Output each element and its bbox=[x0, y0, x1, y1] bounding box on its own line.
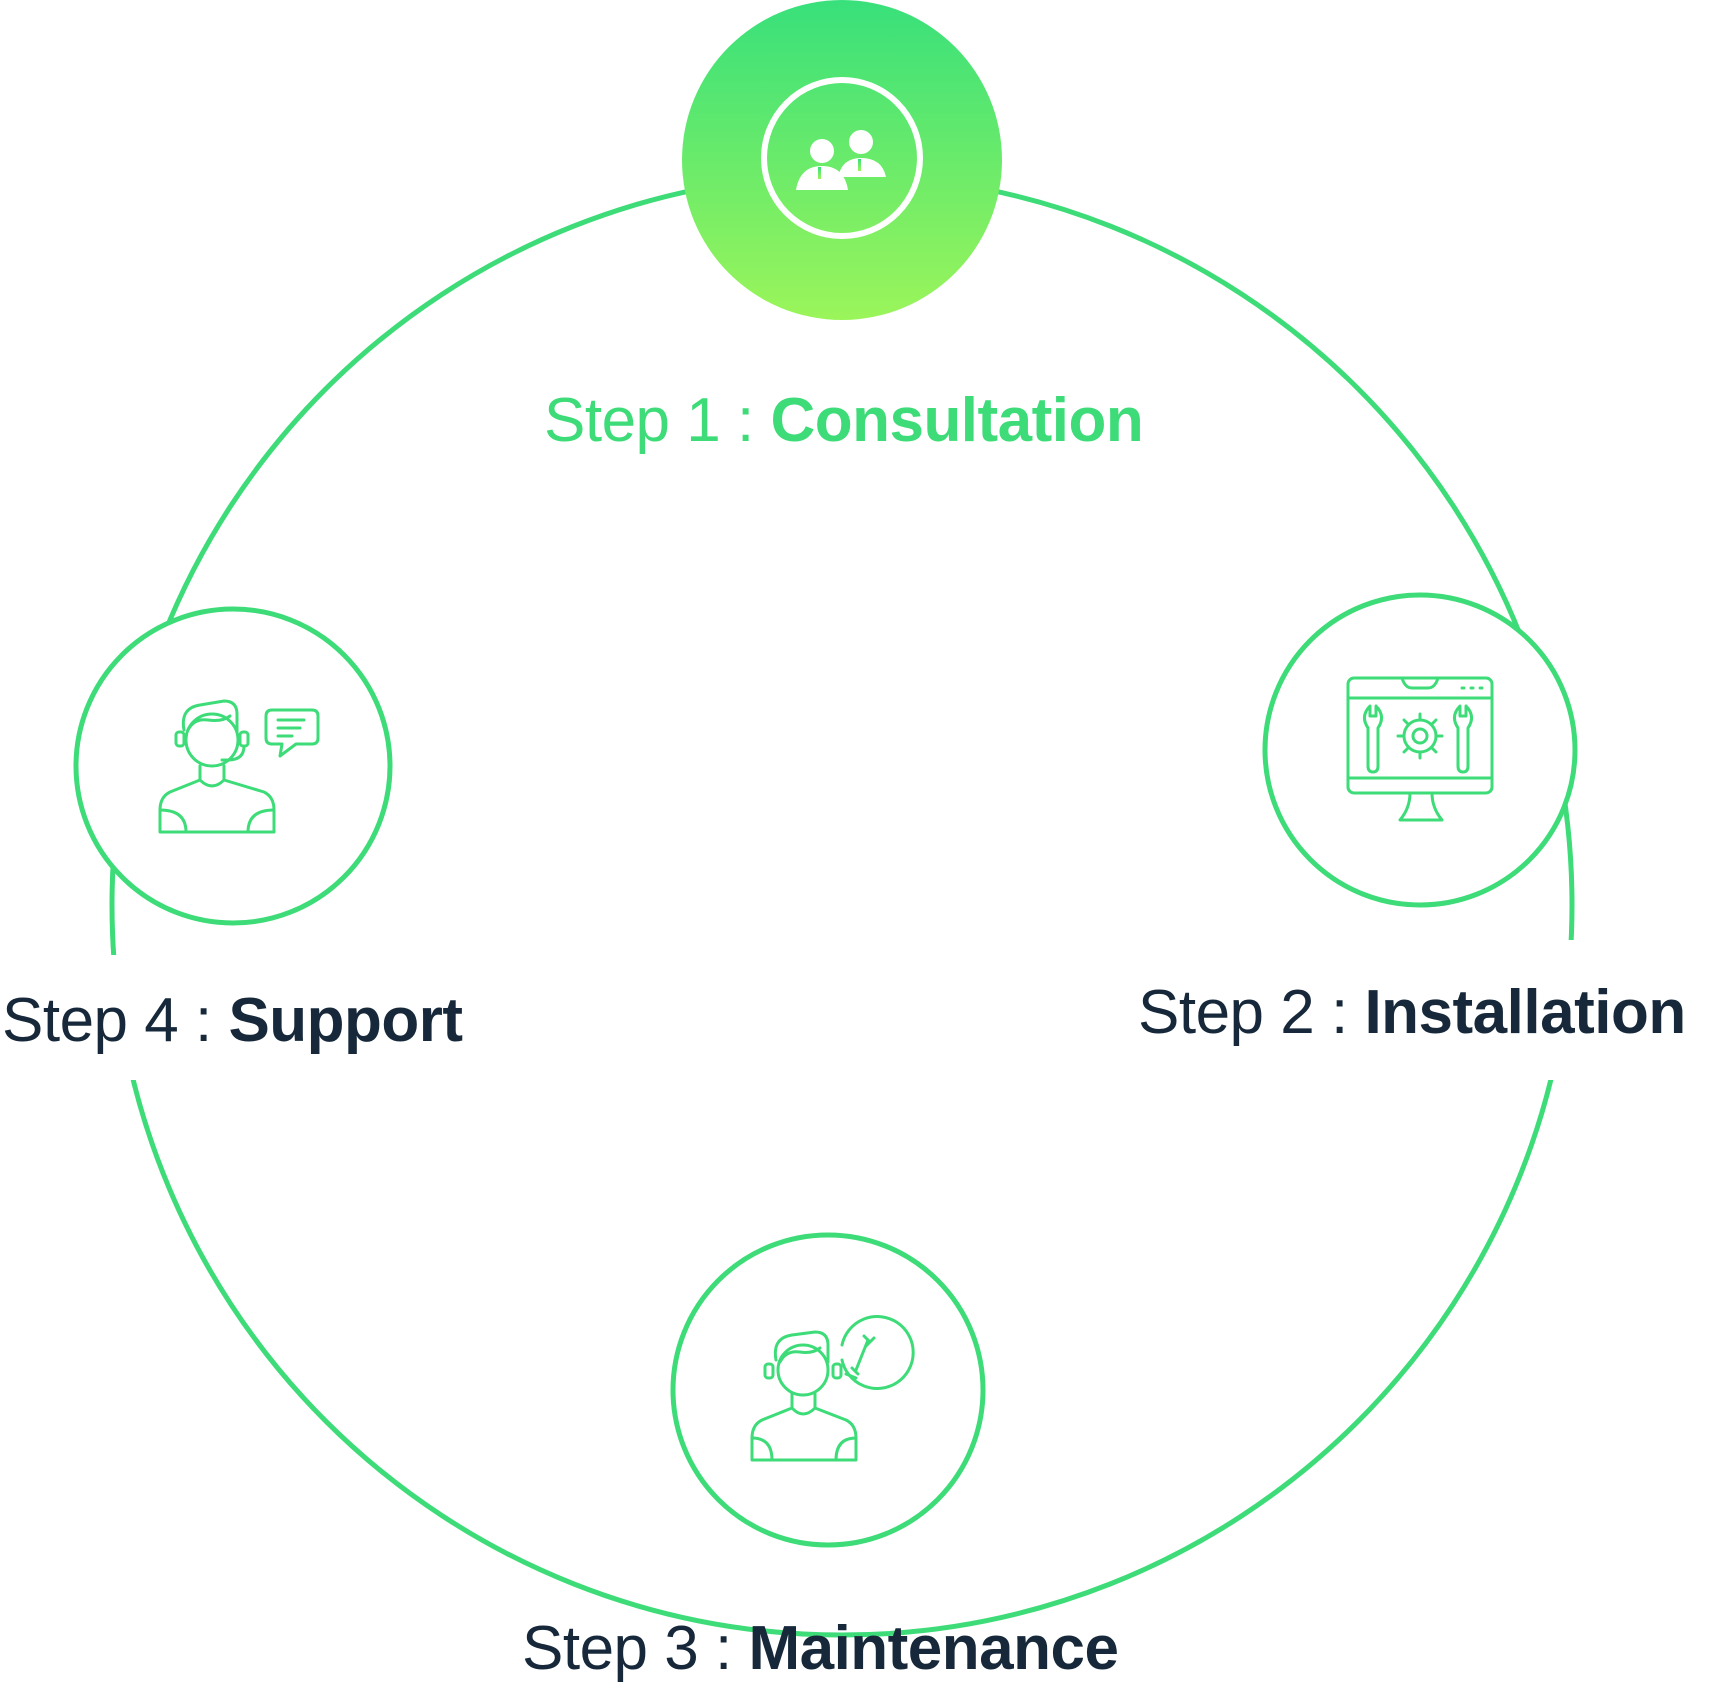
ring-gap-right bbox=[1110, 940, 1712, 1080]
step-4-node[interactable] bbox=[73, 606, 393, 926]
step-1-node[interactable] bbox=[682, 0, 1002, 320]
consultation-people-icon bbox=[796, 130, 886, 190]
step-1-label: Step 1 : Consultation bbox=[544, 386, 1144, 455]
step-4-label: Step 4 : Support bbox=[2, 986, 463, 1055]
step-2-label: Step 2 : Installation bbox=[1138, 978, 1686, 1047]
ring-gap-left bbox=[0, 955, 480, 1080]
monitor-tools-gear-icon bbox=[1346, 676, 1494, 822]
step-3-node[interactable] bbox=[670, 1232, 986, 1548]
step-2-node[interactable] bbox=[1262, 592, 1578, 908]
support-agent-chat-icon bbox=[158, 699, 320, 834]
step-3-label: Step 3 : Maintenance bbox=[522, 1614, 1119, 1683]
technician-wrench-icon bbox=[750, 1315, 915, 1462]
